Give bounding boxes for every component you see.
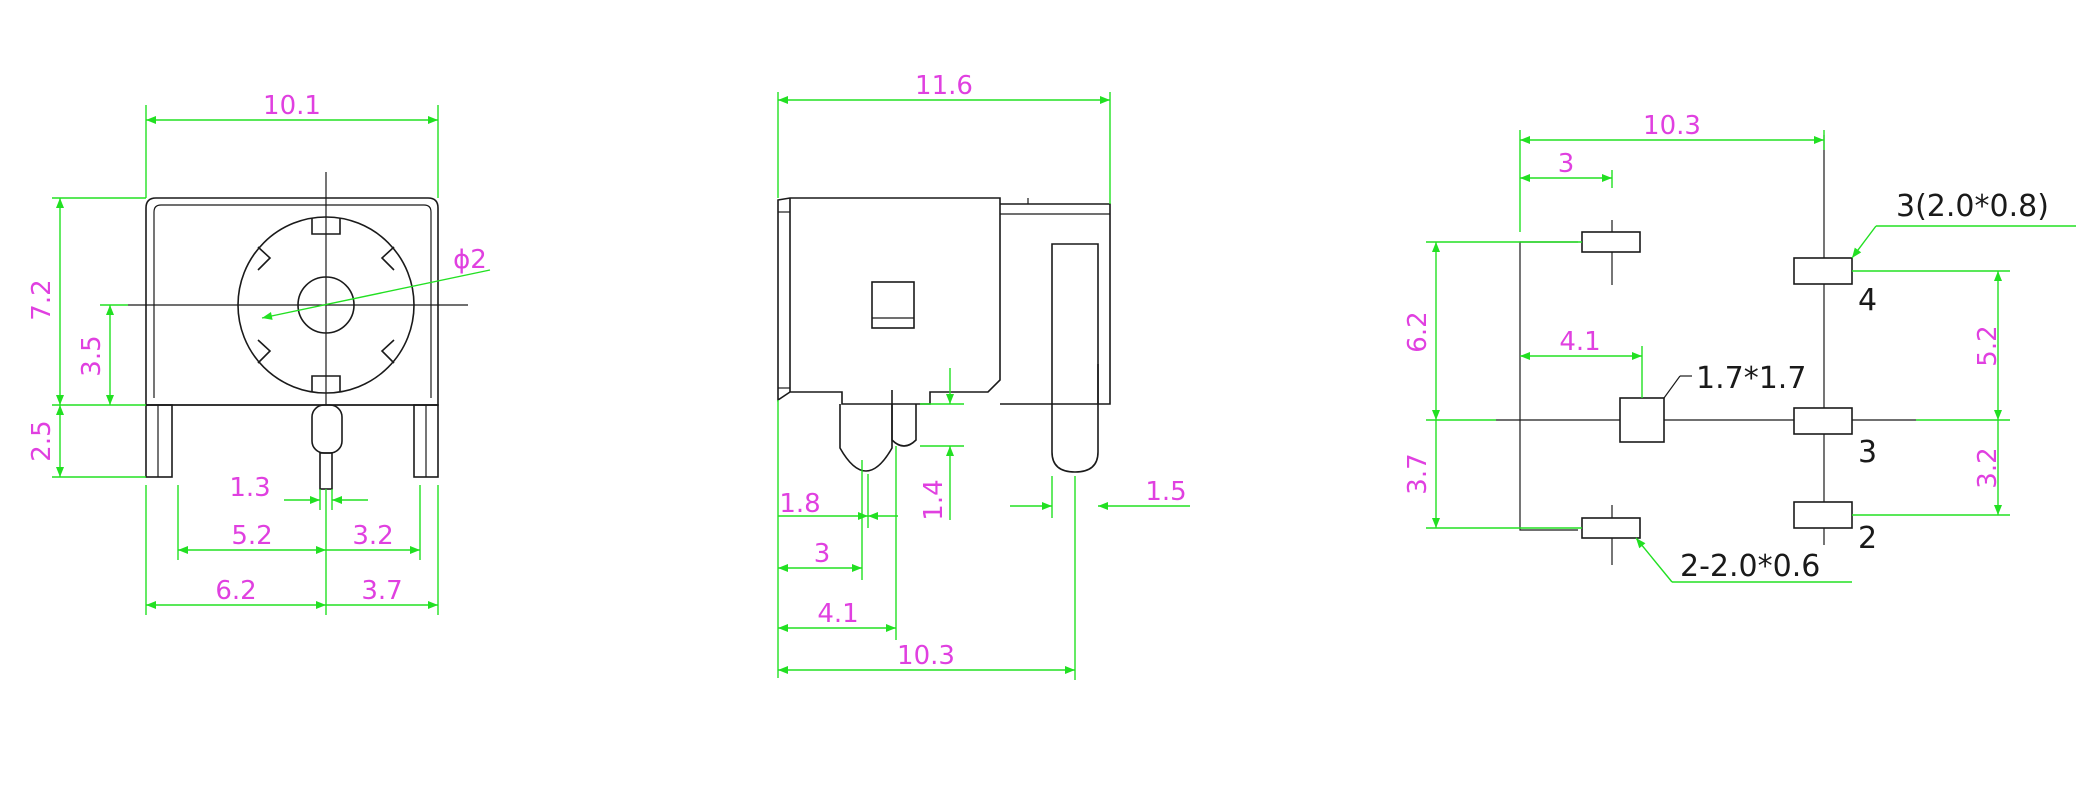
dim-front-hole: ϕ2 xyxy=(261,245,491,320)
front-left-offset-label: 5.2 xyxy=(231,521,272,551)
footprint-4-1-label: 4.1 xyxy=(1559,327,1600,357)
leader-pad-small: 2-2.0*0.6 xyxy=(1635,537,1852,584)
side-pin-thickness-label: 1.5 xyxy=(1145,477,1186,507)
pad-4 xyxy=(1793,257,1853,285)
pad-2 xyxy=(1793,501,1853,529)
side-pin-main xyxy=(839,390,893,472)
pad-square xyxy=(1619,397,1665,443)
dim-front-width: 10.1 xyxy=(145,91,439,198)
side-pin-3-label: 4.1 xyxy=(817,599,858,629)
front-width-label: 10.1 xyxy=(263,91,321,121)
dim-front-pin-offsets: 5.2 3.2 xyxy=(177,485,421,560)
footprint-3-label: 3 xyxy=(1558,149,1575,179)
dim-front-pin: 2.5 xyxy=(27,405,146,478)
dim-front-height: 7.2 xyxy=(27,197,146,406)
front-left-pin xyxy=(145,404,173,478)
front-center-label: 3.5 xyxy=(77,335,107,376)
dim-footprint-right: 5.2 3.2 xyxy=(1852,270,2010,516)
dim-front-edge-offsets: 6.2 3.7 xyxy=(145,485,439,615)
pad-bottom-left xyxy=(1581,517,1641,539)
dim-side-pin-1: 1.8 xyxy=(777,400,898,678)
side-body-outline xyxy=(777,197,1001,405)
footprint-upper-label: 6.2 xyxy=(1403,311,1433,352)
pin-2-label: 2 xyxy=(1858,521,1877,556)
front-hole-label: ϕ2 xyxy=(453,245,487,275)
dim-front-center: 3.5 xyxy=(77,304,128,405)
side-length-label: 11.6 xyxy=(915,71,973,101)
front-right-edge-label: 3.7 xyxy=(361,576,402,606)
dim-footprint-vertical: 6.2 3.7 xyxy=(1403,241,1582,529)
pad-square-label: 1.7*1.7 xyxy=(1696,361,1806,396)
dim-side-length: 11.6 xyxy=(777,71,1111,204)
dim-footprint-span: 10.3 xyxy=(1519,111,1825,232)
side-view: 11.6 1.8 3 4.1 10.3 xyxy=(777,71,1190,680)
front-left-edge-label: 6.2 xyxy=(215,576,256,606)
side-window xyxy=(871,281,915,329)
side-pin-2-label: 3 xyxy=(814,539,831,569)
side-pin-height-label: 1.4 xyxy=(919,479,949,520)
dim-side-span: 10.3 xyxy=(778,476,1076,680)
leader-pad-large: 3(2.0*0.8) xyxy=(1851,189,2076,259)
footprint-right-lower-label: 3.2 xyxy=(1973,447,2003,488)
footprint-board-outline xyxy=(1519,241,1578,531)
dim-footprint-3: 3 xyxy=(1520,149,1613,188)
footprint-lower-label: 3.7 xyxy=(1403,453,1433,494)
dim-front-pin-width: 1.3 xyxy=(229,473,368,510)
footprint-right-upper-label: 5.2 xyxy=(1973,325,2003,366)
front-pin-length-label: 2.5 xyxy=(27,420,57,461)
front-right-offset-label: 3.2 xyxy=(352,521,393,551)
leader-pad-square: 1.7*1.7 xyxy=(1663,361,1806,399)
pad-large-label: 3(2.0*0.8) xyxy=(1896,189,2049,224)
dim-side-pin-3: 4.1 xyxy=(778,446,897,640)
side-pin-small xyxy=(891,404,917,447)
side-span-label: 10.3 xyxy=(897,641,955,671)
dim-footprint-4-1: 4.1 xyxy=(1520,327,1643,398)
footprint-view: 4 3 2 10.3 3 4.1 6.2 3. xyxy=(1403,111,2076,584)
pin-3-label: 3 xyxy=(1858,435,1877,470)
front-center-pin-tip xyxy=(319,452,333,490)
dim-side-pin-height: 1.4 xyxy=(919,368,964,521)
side-right-pin xyxy=(1051,243,1099,473)
dim-side-pin-thickness: 1.5 xyxy=(1010,476,1190,518)
side-extension xyxy=(1000,203,1111,405)
front-body-inner xyxy=(153,204,432,398)
pad-small-label: 2-2.0*0.6 xyxy=(1680,549,1820,584)
dim-side-pin-2: 3 xyxy=(778,460,863,580)
front-body-outline xyxy=(145,197,439,406)
pin-4-label: 4 xyxy=(1858,283,1877,318)
front-height-label: 7.2 xyxy=(27,279,57,320)
side-pin-1-label: 1.8 xyxy=(779,489,820,519)
footprint-span-label: 10.3 xyxy=(1643,111,1701,141)
front-view: 10.1 7.2 3.5 2.5 ϕ2 xyxy=(27,91,491,615)
front-pin-width-label: 1.3 xyxy=(229,473,270,503)
front-center-pin xyxy=(311,404,343,454)
pad-3 xyxy=(1793,407,1853,435)
pad-top-left xyxy=(1581,231,1641,253)
